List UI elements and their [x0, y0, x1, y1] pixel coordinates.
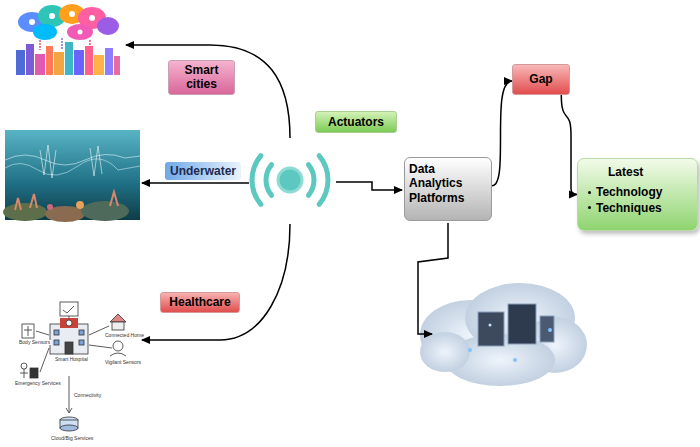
bullet-row: Technology	[588, 185, 662, 199]
bullet-dot	[588, 206, 591, 209]
wireless-symbol	[252, 156, 328, 205]
process-box: Data Analytics Platforms	[404, 157, 492, 221]
picture-label: Connectivity	[73, 393, 102, 398]
bullet-text: Technology	[596, 185, 662, 199]
picture-label: Smart Hospital	[54, 357, 89, 362]
box-title: Smart cities	[174, 63, 229, 92]
pointer-arrows	[126, 45, 448, 340]
box-title: Gap	[529, 72, 552, 86]
bullet-row: Techniques	[588, 201, 662, 215]
underwater-picture	[3, 130, 140, 222]
bullet-text: Techniques	[596, 201, 662, 215]
picture-label: Vigilant Sensors	[104, 360, 142, 365]
picture-label: Emergency Services	[14, 381, 62, 386]
topic-box: Smart cities	[168, 60, 235, 95]
picture-label: Cloud/Big Services	[50, 436, 94, 441]
box-title: Latest	[608, 165, 643, 179]
box-title: Healthcare	[169, 295, 230, 309]
box-title: Actuators	[328, 115, 384, 129]
topic-box: Underwater	[165, 162, 241, 180]
gap-box: Gap	[512, 64, 570, 95]
bullet-dot	[588, 191, 591, 194]
connector-arrow	[492, 81, 512, 186]
healthcare-picture	[20, 302, 126, 431]
picture-label: Connected Home	[104, 333, 145, 338]
picture-label: Body Sensors	[18, 340, 51, 345]
topic-box: Actuators	[315, 111, 397, 133]
topic-box: Healthcare	[160, 292, 240, 313]
result-box: LatestTechnologyTechniques	[577, 158, 698, 231]
cloud-picture	[420, 283, 587, 386]
box-title: Underwater	[170, 164, 236, 178]
box-title: Data Analytics Platforms	[409, 162, 487, 205]
connector-arrow	[561, 95, 577, 195]
smart-city-picture	[16, 4, 120, 75]
